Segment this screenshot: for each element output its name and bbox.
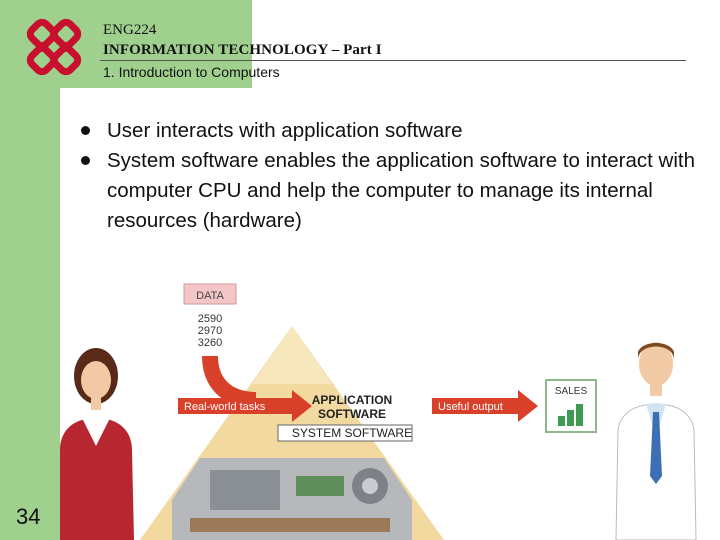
bullet-item: User interacts with application software <box>78 116 698 146</box>
bullet-list: User interacts with application software… <box>78 116 698 236</box>
application-layer-label: SOFTWARE <box>318 407 386 421</box>
bullet-item: System software enables the application … <box>78 146 698 236</box>
software-pyramid <box>140 326 444 540</box>
system-layer-label: SYSTEM SOFTWARE <box>292 426 412 440</box>
input-arrow-icon: Real-world tasks <box>178 355 312 422</box>
data-card: DATA 2590 2970 3260 <box>183 283 237 349</box>
data-card-label: DATA <box>196 290 224 302</box>
course-title: INFORMATION TECHNOLOGY – Part I <box>103 42 382 58</box>
bullet-dot-icon <box>81 126 90 135</box>
bullet-dot-icon <box>81 156 90 165</box>
course-code: ENG224 <box>103 22 157 38</box>
sales-card-label: SALES <box>555 386 588 397</box>
woman-user-icon <box>60 348 134 540</box>
data-value: 2590 <box>198 313 222 325</box>
data-value: 2970 <box>198 325 222 337</box>
slide-subtitle: 1. Introduction to Computers <box>103 64 280 80</box>
sales-chart-card: SALES <box>545 379 597 433</box>
data-value: 3260 <box>198 337 222 349</box>
output-arrow-label: Useful output <box>438 401 503 413</box>
page-number: 34 <box>16 504 41 529</box>
bullet-text: System software enables the application … <box>107 149 695 232</box>
application-layer-label: APPLICATION <box>312 393 392 407</box>
left-color-band <box>0 0 60 540</box>
university-logo <box>26 18 82 76</box>
bullet-text: User interacts with application software <box>107 119 463 142</box>
header-color-band <box>60 0 252 88</box>
man-user-icon <box>615 342 697 540</box>
input-arrow-label: Real-world tasks <box>184 401 266 413</box>
output-arrow-icon: Useful output <box>432 390 538 422</box>
software-layers-illustration: DATA 2590 2970 3260 Real-world tasks APP… <box>60 283 697 540</box>
title-divider <box>100 60 686 61</box>
